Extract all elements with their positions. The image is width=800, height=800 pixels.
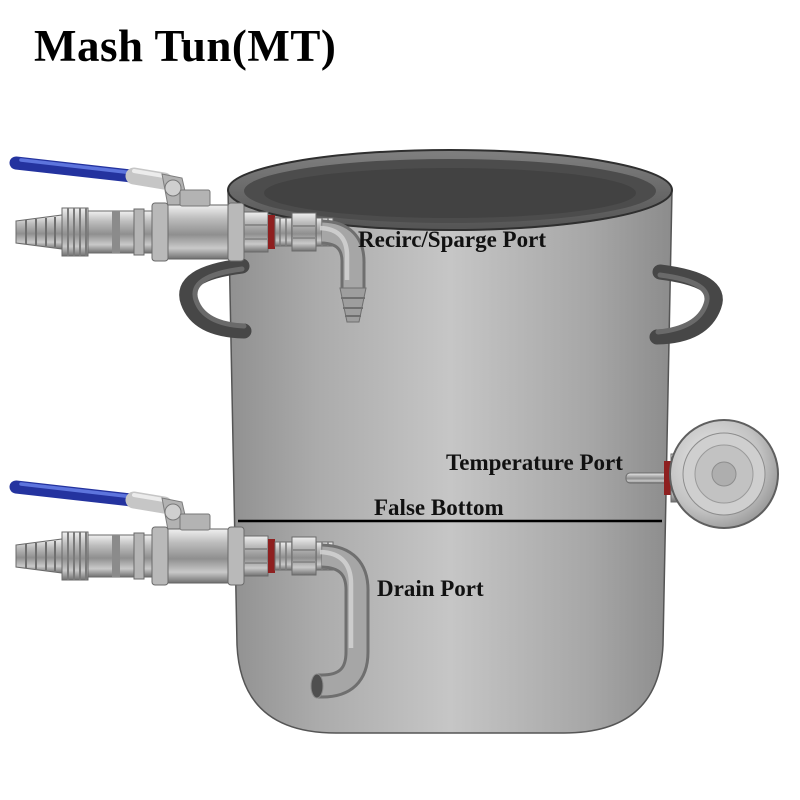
temperature-port-assembly — [625, 419, 779, 529]
kettle-handle-left-highlight — [192, 266, 247, 329]
dip-tube-pipe — [321, 222, 363, 288]
label-false-bottom: False Bottom — [374, 495, 504, 520]
kettle-handle-right-highlight — [655, 272, 710, 335]
label-drain-port: Drain Port — [377, 576, 484, 601]
label-recirc-sparge-port: Recirc/Sparge Port — [358, 227, 546, 252]
drain-tube-highlight — [319, 549, 354, 648]
kettle-handle-right — [649, 264, 723, 345]
kettle-opening-inner — [264, 168, 636, 218]
drain-dip-tube — [310, 543, 370, 699]
dip-tube-highlight — [319, 225, 350, 280]
page-title: Mash Tun(MT) — [34, 21, 337, 71]
thermometer-gasket — [664, 461, 671, 495]
label-temperature-port: Temperature Port — [446, 450, 623, 475]
drain-tube-opening — [310, 673, 324, 699]
recirc-dip-tube — [319, 219, 367, 323]
dip-tube-barb-tip — [339, 287, 367, 323]
kettle-handle-left — [179, 258, 252, 339]
barb-tip-ridges — [341, 297, 365, 317]
thermometer-dial-hub — [711, 461, 737, 487]
